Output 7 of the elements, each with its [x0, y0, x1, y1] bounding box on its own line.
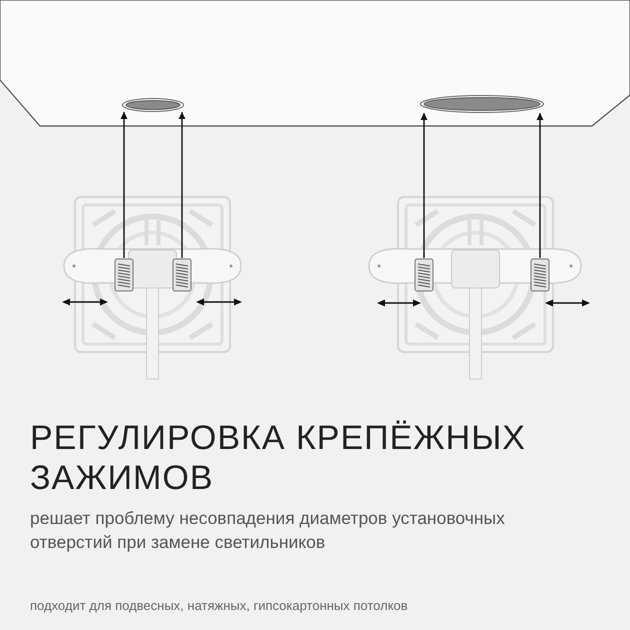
arrow	[536, 113, 544, 258]
footer-note: подходит для подвесных, натяжных, гипсокартонных потолков	[30, 597, 409, 615]
arrow	[178, 112, 186, 258]
arrow	[420, 113, 428, 258]
heading: РЕГУЛИРОВКА КРЕПЁЖНЫХ ЗАЖИМОВ	[30, 418, 527, 498]
arrow	[120, 112, 128, 258]
subtitle: решает проблему несовпадения диаметров установочных отверстий при замене светильников	[30, 507, 506, 554]
